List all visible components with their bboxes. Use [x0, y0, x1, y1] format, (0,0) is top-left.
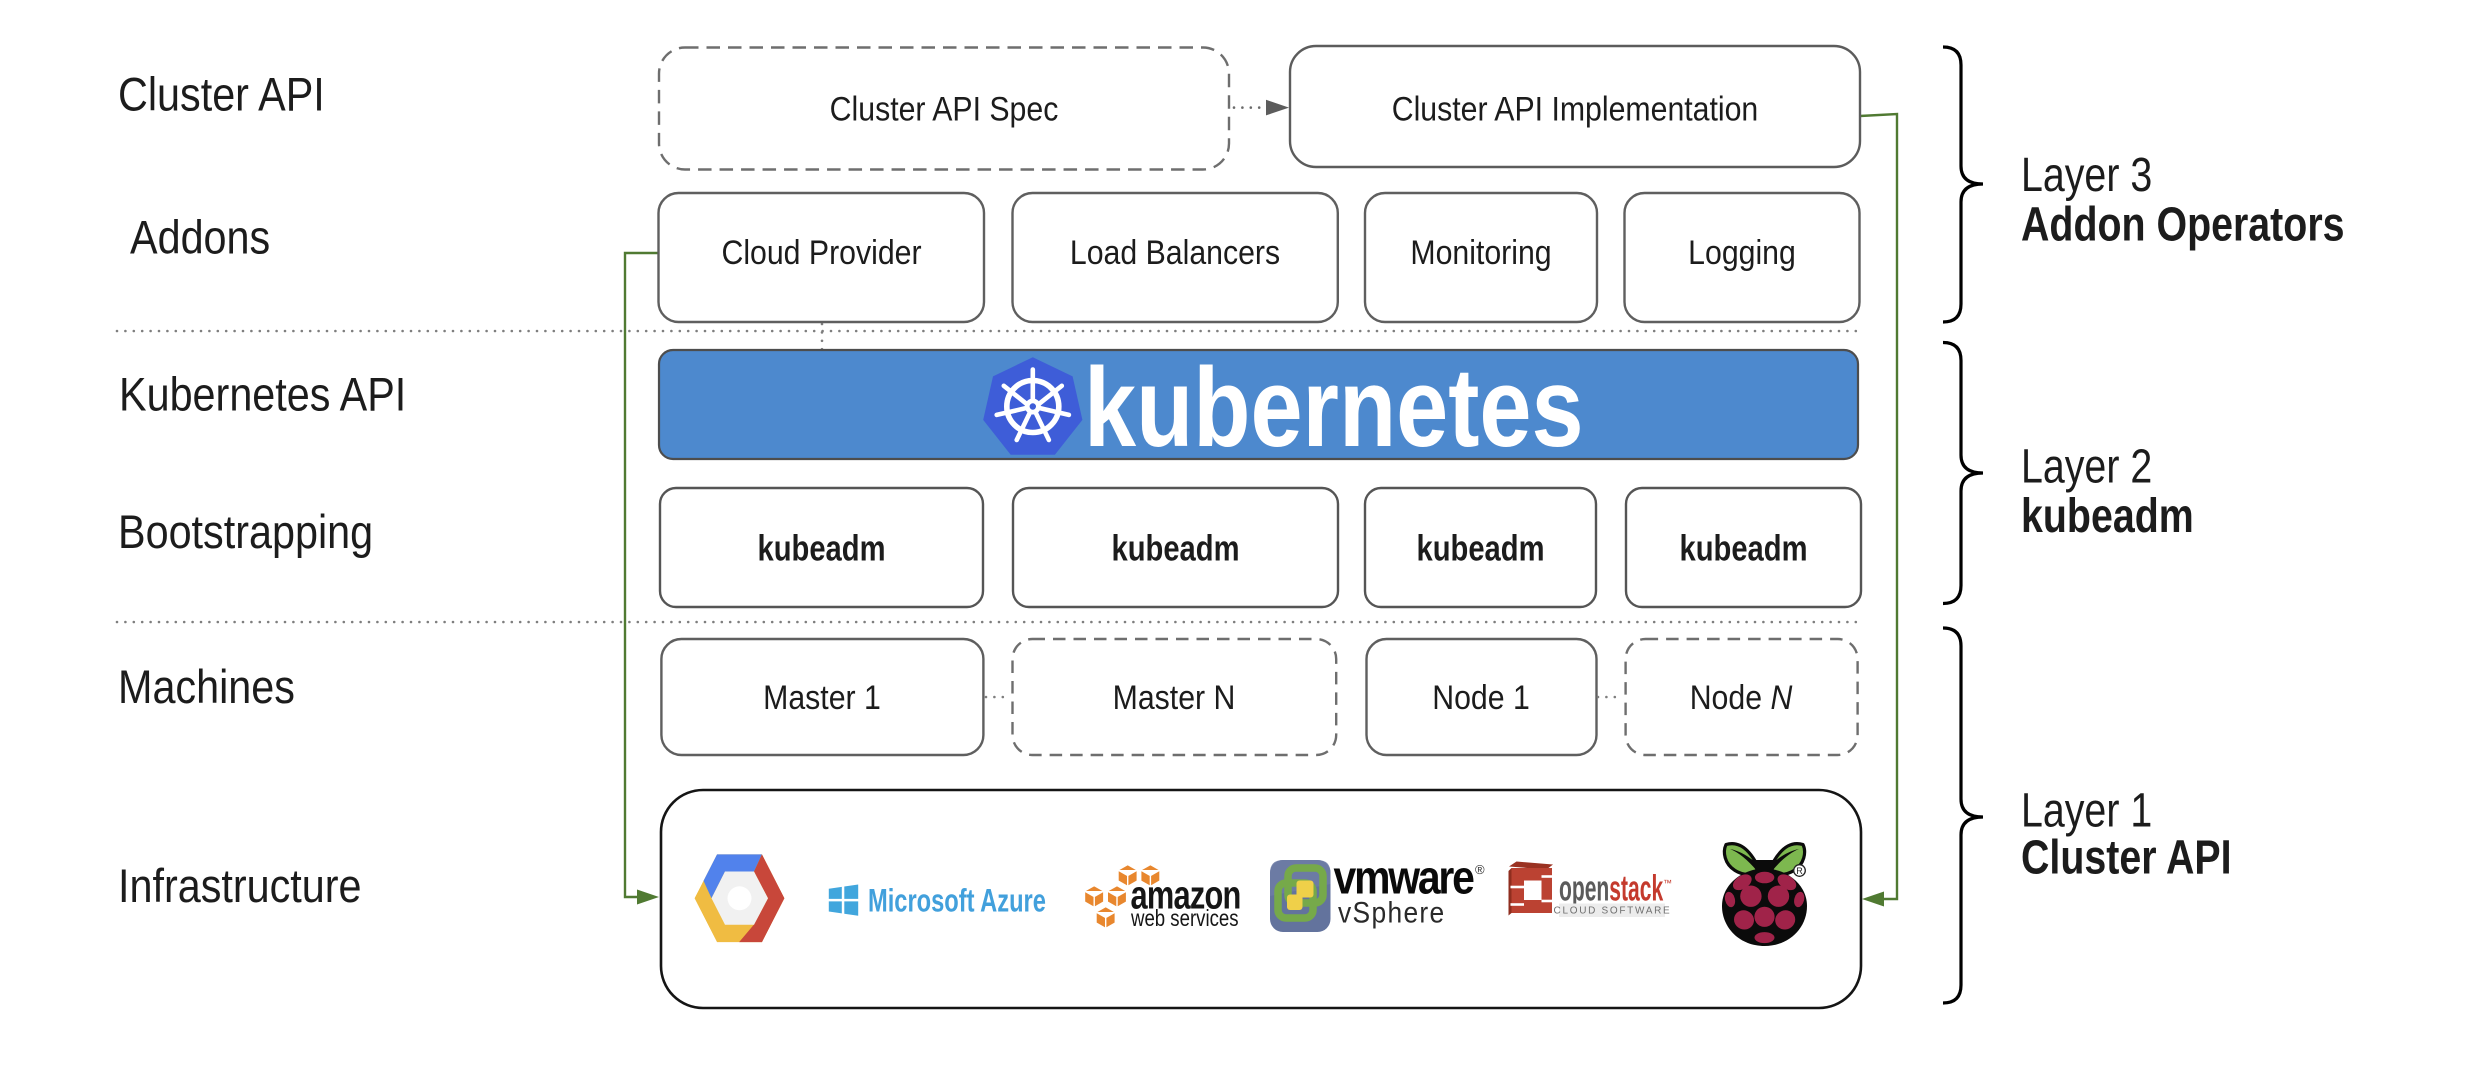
svg-text:Cluster API: Cluster API	[118, 69, 325, 121]
svg-text:kubeadm: kubeadm	[1417, 528, 1545, 569]
svg-text:openstack: openstack	[1559, 869, 1664, 909]
svg-text:CLOUD SOFTWARE: CLOUD SOFTWARE	[1554, 906, 1672, 917]
svg-text:amazon: amazon	[1131, 873, 1241, 918]
svg-text:Monitoring: Monitoring	[1410, 233, 1551, 271]
svg-text:kubeadm: kubeadm	[2021, 489, 2194, 543]
svg-text:kubeadm: kubeadm	[1112, 528, 1240, 569]
svg-text:R: R	[1796, 866, 1803, 876]
svg-text:kubeadm: kubeadm	[1680, 528, 1808, 569]
svg-text:Layer 3: Layer 3	[2021, 148, 2152, 202]
svg-text:Microsoft Azure: Microsoft Azure	[868, 883, 1046, 918]
svg-text:Cluster API: Cluster API	[2021, 831, 2232, 885]
svg-text:™: ™	[1663, 878, 1672, 888]
svg-text:web services: web services	[1130, 906, 1238, 931]
svg-text:Addon Operators: Addon Operators	[2021, 198, 2345, 252]
svg-text:vmware: vmware	[1334, 852, 1474, 904]
svg-text:Bootstrapping: Bootstrapping	[118, 507, 373, 559]
svg-text:Load Balancers: Load Balancers	[1070, 233, 1280, 271]
svg-text:kubernetes: kubernetes	[1084, 345, 1584, 470]
svg-text:kubeadm: kubeadm	[758, 528, 886, 569]
svg-text:Layer 1: Layer 1	[2021, 784, 2152, 838]
svg-text:®: ®	[1475, 862, 1485, 877]
svg-text:Cluster API Spec: Cluster API Spec	[830, 90, 1059, 128]
svg-text:Master 1: Master 1	[763, 678, 881, 716]
svg-text:Kubernetes API: Kubernetes API	[119, 369, 406, 421]
svg-text:Machines: Machines	[118, 662, 295, 714]
svg-text:Node 1: Node 1	[1432, 678, 1530, 716]
svg-text:Node N: Node N	[1690, 678, 1793, 716]
svg-text:Logging: Logging	[1688, 233, 1796, 271]
svg-text:Addons: Addons	[130, 212, 270, 264]
svg-text:Cluster API Implementation: Cluster API Implementation	[1392, 90, 1759, 128]
svg-text:Master N: Master N	[1113, 678, 1236, 716]
svg-text:Layer 2: Layer 2	[2021, 440, 2152, 494]
svg-text:vSphere: vSphere	[1338, 895, 1446, 929]
svg-text:Infrastructure: Infrastructure	[118, 861, 362, 913]
svg-text:Cloud Provider: Cloud Provider	[721, 233, 921, 271]
